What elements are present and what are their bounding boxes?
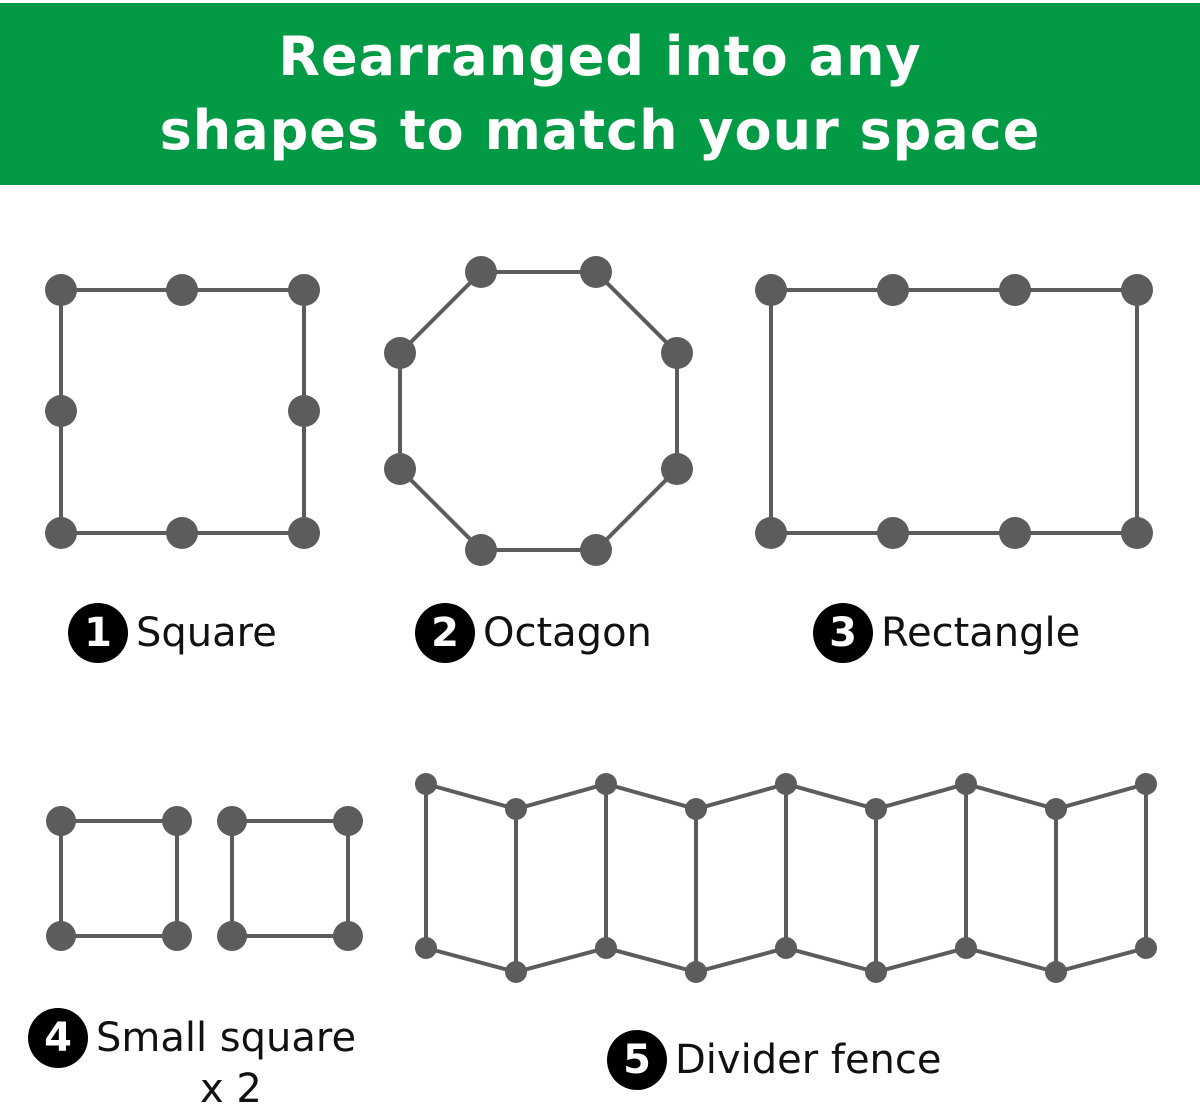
label-square: 1 Square (68, 603, 277, 663)
small-square-shapes (59, 819, 350, 938)
shape-name: Octagon (483, 610, 652, 656)
banner-title-line-1: Rearranged into any (278, 25, 922, 88)
label-octagon: 2 Octagon (415, 603, 652, 663)
rectangle-shape (769, 288, 1139, 535)
shape-name: Small square (96, 1015, 357, 1061)
number-badge-5: 5 (607, 1030, 667, 1090)
square-shape (59, 288, 306, 535)
label-divider-fence: 5 Divider fence (607, 1030, 942, 1090)
number-badge-3: 3 (813, 603, 873, 663)
divider-fence-nodes (415, 773, 1157, 983)
octagon-nodes (384, 256, 693, 566)
shape-name: Rectangle (881, 610, 1081, 656)
number-badge-1: 1 (68, 603, 128, 663)
shape-name: Square (136, 610, 277, 656)
divider-fence-shape (424, 781, 1148, 975)
small-square-quantity: x 2 (200, 1066, 262, 1112)
label-rectangle: 3 Rectangle (813, 603, 1080, 663)
shape-name: Divider fence (675, 1037, 942, 1083)
small-square-nodes (46, 806, 363, 951)
banner-title-line-2: shapes to match your space (159, 99, 1041, 162)
octagon-shape (398, 270, 679, 552)
title-banner: Rearranged into any shapes to match your… (0, 3, 1200, 185)
number-badge-2: 2 (415, 603, 475, 663)
rectangle-nodes (755, 274, 1153, 549)
square-nodes (45, 274, 320, 549)
label-small-square: 4 Small square (28, 1008, 356, 1068)
number-badge-4: 4 (28, 1008, 88, 1068)
